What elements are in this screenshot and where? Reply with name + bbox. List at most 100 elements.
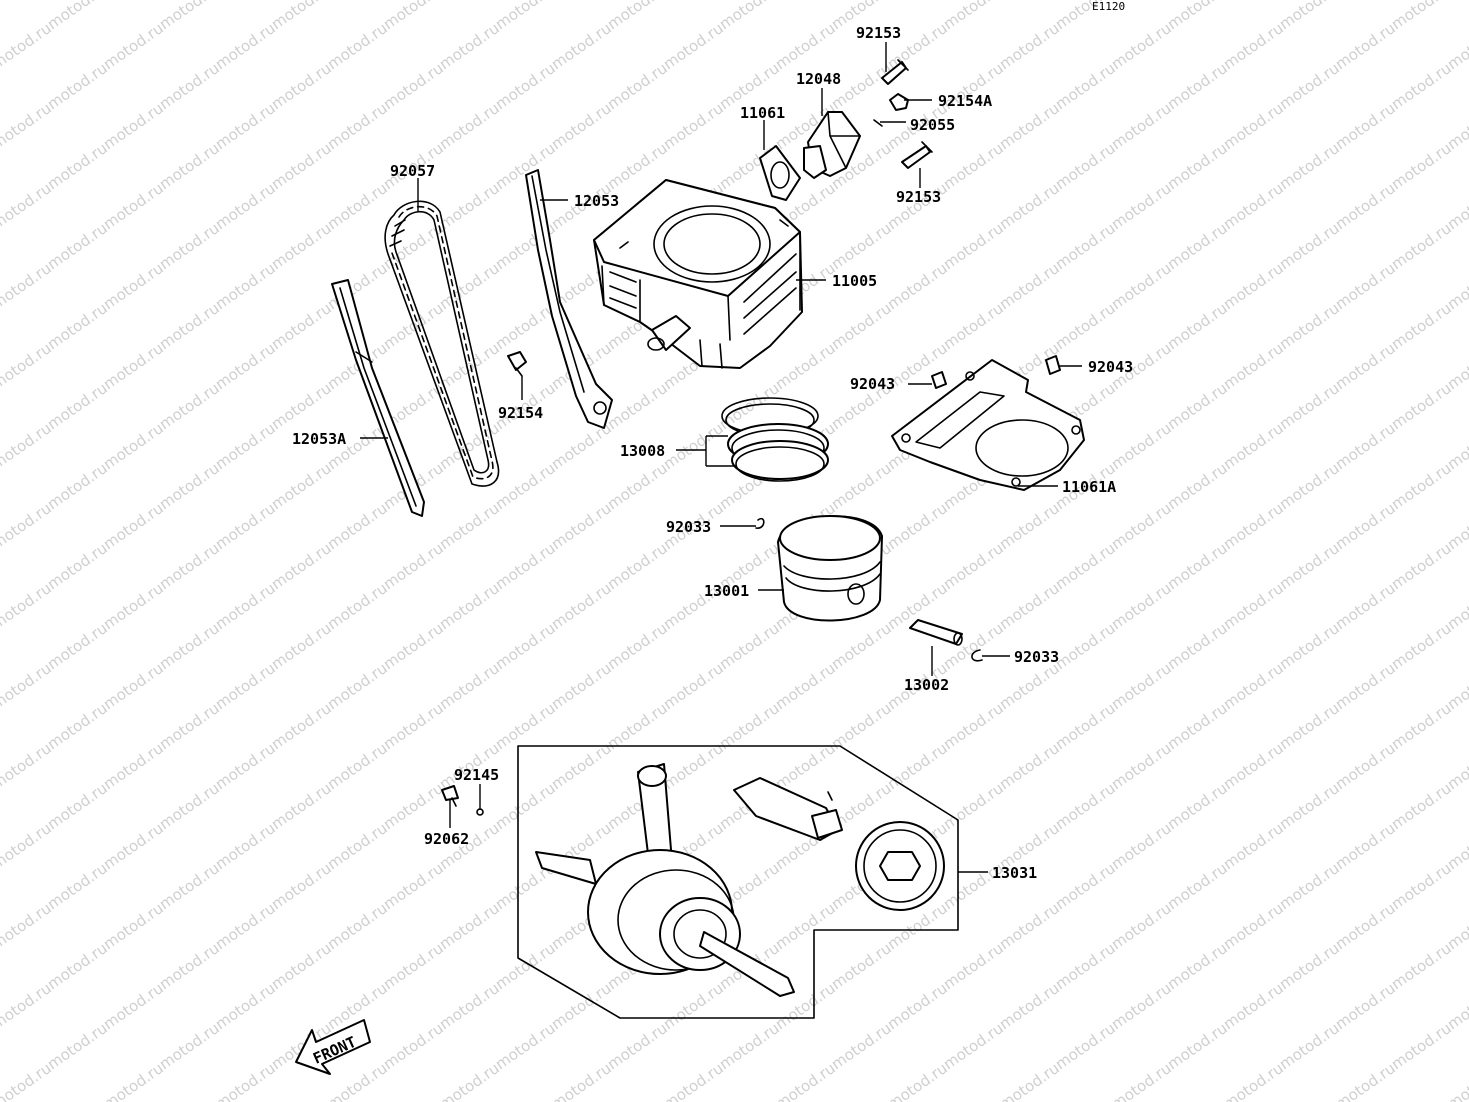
watermark-text: motod.ru [1276, 459, 1343, 513]
watermark-text: motod.ru [1276, 779, 1343, 833]
watermark-text: motod.ru [1276, 139, 1343, 193]
piston-pin-clip-right[interactable] [971, 649, 983, 662]
chain-guide-front[interactable] [525, 169, 613, 429]
watermark-text: motod.ru [156, 699, 223, 753]
callout-92153-top: 92153 [856, 24, 901, 42]
callout-92033-right: 92033 [1014, 648, 1059, 666]
watermark-text: motod.ru [1108, 979, 1175, 1033]
watermark-text: motod.ru [380, 859, 447, 913]
watermark-text: motod.ru [1052, 619, 1119, 673]
watermark-text: motod.ru [156, 0, 223, 33]
watermark-text: motod.ru [1220, 819, 1287, 873]
watermark-text: motod.ru [996, 899, 1063, 953]
watermark-text: motod.ru [156, 539, 223, 593]
watermark-text: motod.ru [1332, 499, 1399, 553]
watermark-text: motod.ru [1332, 579, 1399, 633]
watermark-text: motod.ru [996, 19, 1063, 73]
callout-92153-bottom: 92153 [896, 188, 941, 206]
piston-pin-clip-left[interactable] [755, 517, 765, 529]
watermark-text: motod.ru [1164, 299, 1231, 353]
callout-13031: 13031 [992, 864, 1037, 882]
cylinder-block[interactable] [593, 179, 803, 369]
watermark-text: motod.ru [604, 699, 671, 753]
watermark-text: motod.ru [212, 499, 279, 553]
watermark-text: motod.ru [212, 579, 279, 633]
tensioner-bolt-top[interactable] [881, 59, 909, 85]
watermark-text: motod.ru [772, 899, 839, 953]
watermark-text: motod.ru [716, 619, 783, 673]
cylinder-base-gasket[interactable] [891, 359, 1085, 491]
watermark-text: motod.ru [1164, 699, 1231, 753]
watermark-text: motod.ru [884, 499, 951, 553]
watermark-text: motod.ru [212, 419, 279, 473]
callout-labels: 92153 12048 92154A 11061 92055 92057 921… [292, 24, 1133, 882]
watermark-text: motod.ru [44, 379, 111, 433]
watermark-text: motod.ru [156, 299, 223, 353]
watermark-text: motod.ru [100, 979, 167, 1033]
callout-13008: 13008 [620, 442, 665, 460]
watermark-text: motod.ru [156, 139, 223, 193]
chain-tensioner[interactable] [803, 111, 861, 179]
watermark-text: motod.ru [1052, 139, 1119, 193]
watermark-text: motod.ru [1276, 939, 1343, 993]
piston-pin[interactable] [909, 619, 963, 646]
callout-11005: 11005 [832, 272, 877, 290]
watermark-text: motod.ru [1052, 539, 1119, 593]
crankshaft-assembly[interactable] [517, 745, 959, 1019]
guide-bolt[interactable] [507, 351, 527, 377]
watermark-text: motod.ru [1332, 659, 1399, 713]
watermark-text: motod.ru [268, 779, 335, 833]
watermark-text: motod.ru [1332, 979, 1399, 1033]
watermark-text: motod.ru [436, 1059, 503, 1102]
watermark-text: motod.ru [828, 299, 895, 353]
watermark-text: motod.ru [884, 1059, 951, 1102]
watermark-text: motod.ru [1052, 859, 1119, 913]
chain-guide-rear[interactable] [331, 279, 425, 517]
watermark-text: motod.ru [0, 99, 55, 153]
watermark-text: motod.ru [940, 699, 1007, 753]
watermark-text: motod.ru [1164, 939, 1231, 993]
watermark-text: motod.ru [1388, 459, 1455, 513]
tensioner-washer[interactable] [889, 93, 909, 111]
watermark-text: motod.ru [212, 19, 279, 73]
watermark-text: motod.ru [1388, 379, 1455, 433]
watermark-text: motod.ru [1276, 299, 1343, 353]
watermark-text: motod.ru [492, 539, 559, 593]
watermark-text: motod.ru [1332, 99, 1399, 153]
watermark-text: motod.ru [1164, 379, 1231, 433]
watermark-text: motod.ru [380, 539, 447, 593]
cam-chain[interactable] [384, 200, 500, 487]
watermark-text: motod.ru [996, 1059, 1063, 1102]
dowel-pin-right[interactable] [1045, 355, 1061, 375]
watermark-text: motod.ru [100, 259, 167, 313]
watermark-text: motod.ru [156, 619, 223, 673]
watermark-text: motod.ru [1164, 859, 1231, 913]
dowel-pin-left[interactable] [931, 371, 947, 389]
piston-rings[interactable] [721, 397, 829, 482]
crank-bolt[interactable] [441, 785, 459, 807]
tensioner-pin[interactable] [873, 119, 883, 127]
watermark-text: motod.ru [1276, 0, 1343, 33]
watermark-text: motod.ru [1276, 59, 1343, 113]
watermark-text: motod.ru [940, 219, 1007, 273]
watermark-text: motod.ru [44, 299, 111, 353]
tensioner-gasket[interactable] [759, 145, 801, 201]
watermark-text: motod.ru [492, 939, 559, 993]
watermark-text: motod.ru [492, 139, 559, 193]
watermark-text: motod.ru [1332, 819, 1399, 873]
watermark-text: motod.ru [1276, 379, 1343, 433]
watermark-text: motod.ru [1332, 419, 1399, 473]
watermark-text: motod.ru [1052, 219, 1119, 273]
watermark-text: motod.ru [212, 899, 279, 953]
callout-92062: 92062 [424, 830, 469, 848]
tensioner-bolt-bottom[interactable] [901, 141, 933, 169]
watermark-text: motod.ru [44, 59, 111, 113]
watermark-text: motod.ru [1388, 59, 1455, 113]
piston[interactable] [777, 515, 883, 622]
watermark-text: motod.ru [604, 539, 671, 593]
watermark-text: motod.ru [324, 579, 391, 633]
watermark-text: motod.ru [100, 579, 167, 633]
watermark-text: motod.ru [492, 0, 559, 33]
